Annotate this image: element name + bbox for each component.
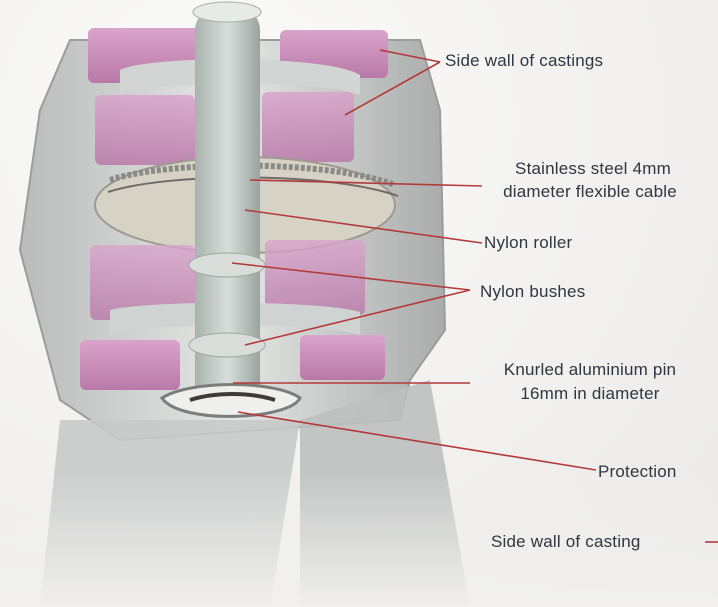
label-side-wall-castings: Side wall of castings (445, 51, 603, 71)
mid-casting-right (262, 92, 354, 162)
label-side-wall-casting: Side wall of casting (491, 532, 641, 552)
label-pin-line1: Knurled aluminium pin (462, 360, 718, 380)
label-nylon-bushes: Nylon bushes (480, 282, 585, 302)
label-nylon-roller: Nylon roller (484, 233, 572, 253)
label-pin-line2: 16mm in diameter (462, 384, 718, 404)
mid-casting-left (95, 95, 195, 165)
label-cable-line1: Stainless steel 4mm (468, 159, 718, 179)
label-cable-line2: diameter flexible cable (462, 182, 718, 202)
label-protection: Protection (598, 462, 677, 482)
protection-cap (162, 385, 300, 417)
nylon-bush-lower (189, 333, 265, 357)
lower-casting-right (300, 335, 385, 380)
lower-casting-left (80, 340, 180, 390)
